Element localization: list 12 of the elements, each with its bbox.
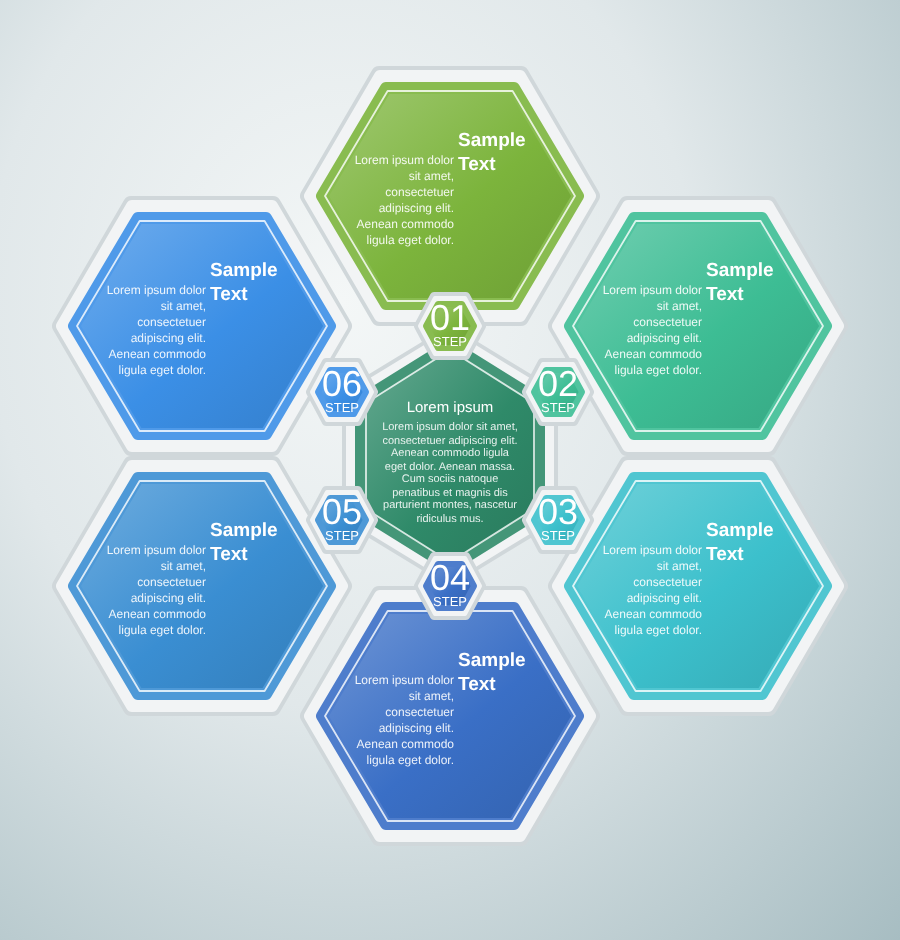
step-number: 03 [537,494,579,530]
step-number: 06 [321,366,363,402]
step-number: 04 [429,560,471,596]
card-heading: Sample Text [706,520,776,568]
step-number: 05 [321,494,363,530]
card-heading: Sample Text [210,260,280,308]
card-heading: Sample Text [706,260,776,308]
card-heading: Sample Text [210,520,280,568]
card-heading: Sample Text [458,130,528,178]
card-heading: Sample Text [458,650,528,698]
step-number: 01 [429,300,471,336]
step-number: 02 [537,366,579,402]
